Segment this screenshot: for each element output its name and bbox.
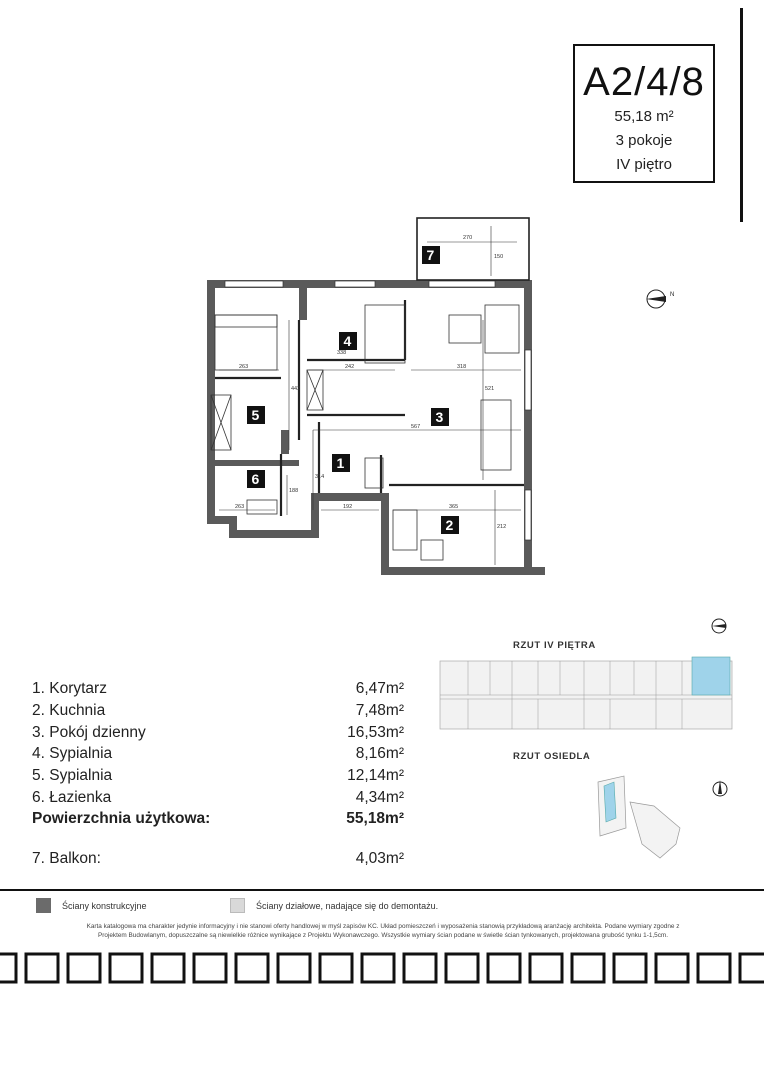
dim-365: 365 — [449, 504, 458, 510]
compass-icon: N — [646, 289, 674, 309]
dim-314: 314 — [315, 474, 324, 480]
room-label-7: 7 — [427, 247, 435, 263]
dim-442: 442 — [291, 386, 300, 392]
total-area-row: Powierzchnia użytkowa: 55,18m² — [32, 810, 412, 831]
balcony-row: 7. Balkon: 4,03m² — [32, 850, 412, 871]
dim-192: 192 — [343, 504, 352, 510]
room-name: 2. Kuchnia — [32, 702, 106, 719]
dim-188: 188 — [289, 488, 298, 494]
disclaimer: Karta katalogowa ma charakter jedynie in… — [30, 922, 736, 940]
divider — [0, 889, 764, 891]
dim-521: 521 — [485, 386, 494, 392]
room-name: 3. Pokój dzienny — [32, 724, 146, 741]
header-vertical-rule — [740, 8, 743, 222]
room-area: 8,16m² — [355, 745, 404, 762]
room-label-1: 1 — [337, 455, 345, 471]
total-area-value: 55,18m² — [346, 810, 404, 827]
room-name: 5. Sypialnia — [32, 767, 113, 784]
dim-338: 338 — [337, 350, 346, 356]
legend-swatch-partition — [230, 898, 245, 913]
unit-info-box: A2/4/8 55,18 m² 3 pokoje IV piętro — [573, 44, 715, 183]
room-label-5: 5 — [252, 407, 260, 423]
dim-567: 567 — [411, 424, 420, 430]
dim-318: 318 — [457, 364, 466, 370]
disclaimer-line: Karta katalogowa ma charakter jedynie in… — [86, 923, 680, 930]
balcony-name: 7. Balkon: — [32, 850, 101, 867]
room-row: 2. Kuchnia 7,48m² — [32, 702, 412, 723]
unit-floor: IV piętro — [616, 156, 672, 173]
balcony-area: 4,03m² — [355, 850, 404, 867]
room-area: 4,34m² — [355, 789, 404, 806]
total-area-label: Powierzchnia użytkowa: — [32, 810, 211, 827]
compass-icon — [711, 618, 727, 634]
room-row: 3. Pokój dzienny 16,53m² — [32, 724, 412, 745]
compass-icon — [712, 780, 728, 797]
legend-swatch-structural — [36, 898, 51, 913]
dim-263b: 263 — [235, 504, 244, 510]
room-area: 7,48m² — [355, 702, 404, 719]
svg-text:N: N — [670, 292, 674, 298]
floor-plan: 270 150 263 442 338 242 318 521 567 314 … — [207, 217, 545, 575]
room-row: 5. Sypialnia 12,14m² — [32, 767, 412, 788]
room-label-6: 6 — [252, 471, 260, 487]
unit-rooms: 3 pokoje — [615, 132, 673, 149]
legend-partition: Ściany działowe, nadające się do demonta… — [256, 901, 439, 911]
room-label-4: 4 — [344, 333, 352, 349]
dim-263a: 263 — [239, 364, 248, 370]
room-label-2: 2 — [446, 517, 454, 533]
floor-minimap-title: RZUT IV PIĘTRA — [513, 640, 596, 651]
dim-212: 212 — [497, 524, 506, 530]
dim-270: 270 — [463, 235, 472, 241]
decorative-border-pattern — [0, 952, 764, 984]
room-name: 6. Łazienka — [32, 789, 112, 806]
room-row: 4. Sypialnia 8,16m² — [32, 745, 412, 766]
room-area: 6,47m² — [355, 680, 404, 697]
dim-242: 242 — [345, 364, 354, 370]
room-row: 1. Korytarz 6,47m² — [32, 680, 412, 701]
room-row: 6. Łazienka 4,34m² — [32, 789, 412, 810]
estate-minimap — [597, 775, 681, 859]
unit-code: A2/4/8 — [583, 60, 705, 104]
room-area: 16,53m² — [347, 724, 404, 741]
room-name: 4. Sypialnia — [32, 745, 113, 762]
estate-minimap-title: RZUT OSIEDLA — [513, 751, 591, 762]
disclaimer-line: Projektem Budowlanym, dopuszczalne są ni… — [97, 932, 669, 939]
room-area: 12,14m² — [347, 767, 404, 784]
room-name: 1. Korytarz — [32, 680, 107, 697]
dim-150: 150 — [494, 254, 503, 260]
unit-area: 55,18 m² — [614, 108, 674, 125]
legend-structural: Ściany konstrukcyjne — [62, 901, 147, 911]
floor-minimap — [439, 656, 733, 730]
room-label-3: 3 — [436, 409, 444, 425]
